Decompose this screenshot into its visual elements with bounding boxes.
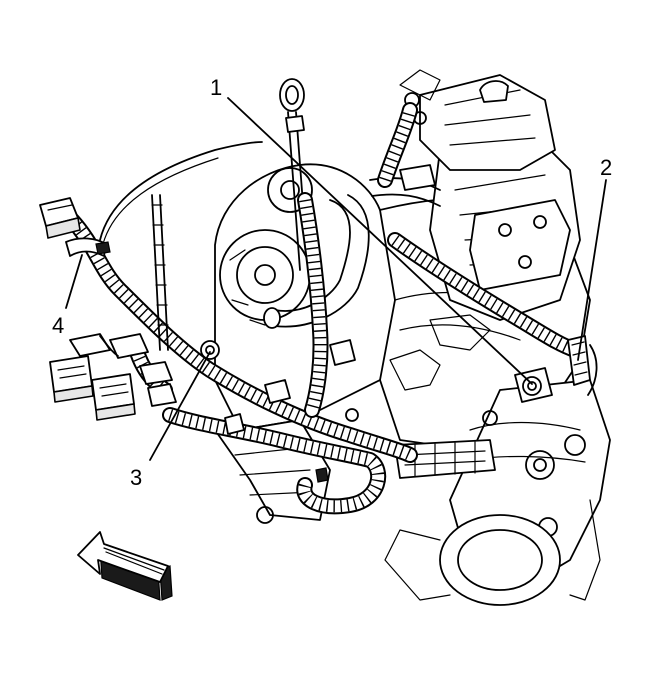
coolant-hose [263, 194, 370, 329]
leader-lines [65, 97, 607, 461]
intake-manifold [429, 129, 581, 321]
support-rod [151, 194, 169, 351]
upper-left-connector [39, 197, 81, 239]
leader-line-3 [149, 351, 211, 461]
leader-line-2 [577, 179, 607, 361]
callout-2: 2 [600, 155, 612, 180]
leader-line-4 [65, 254, 83, 309]
dipstick-tube [279, 78, 309, 271]
throttle-body [399, 69, 556, 171]
front-direction-arrow-icon [77, 531, 173, 601]
callout-1: 1 [210, 75, 222, 100]
harness-overhead-loop [99, 141, 263, 245]
leader-line-1 [227, 97, 533, 385]
harness-clips [224, 339, 498, 483]
exhaust-components [384, 379, 611, 606]
harness-clip [65, 237, 111, 257]
callout-3: 3 [130, 465, 142, 490]
lower-left-connectors [49, 333, 177, 421]
ground-stud-3 [200, 340, 220, 360]
harness-retainer-2 [567, 335, 598, 396]
callout-4: 4 [52, 313, 64, 338]
